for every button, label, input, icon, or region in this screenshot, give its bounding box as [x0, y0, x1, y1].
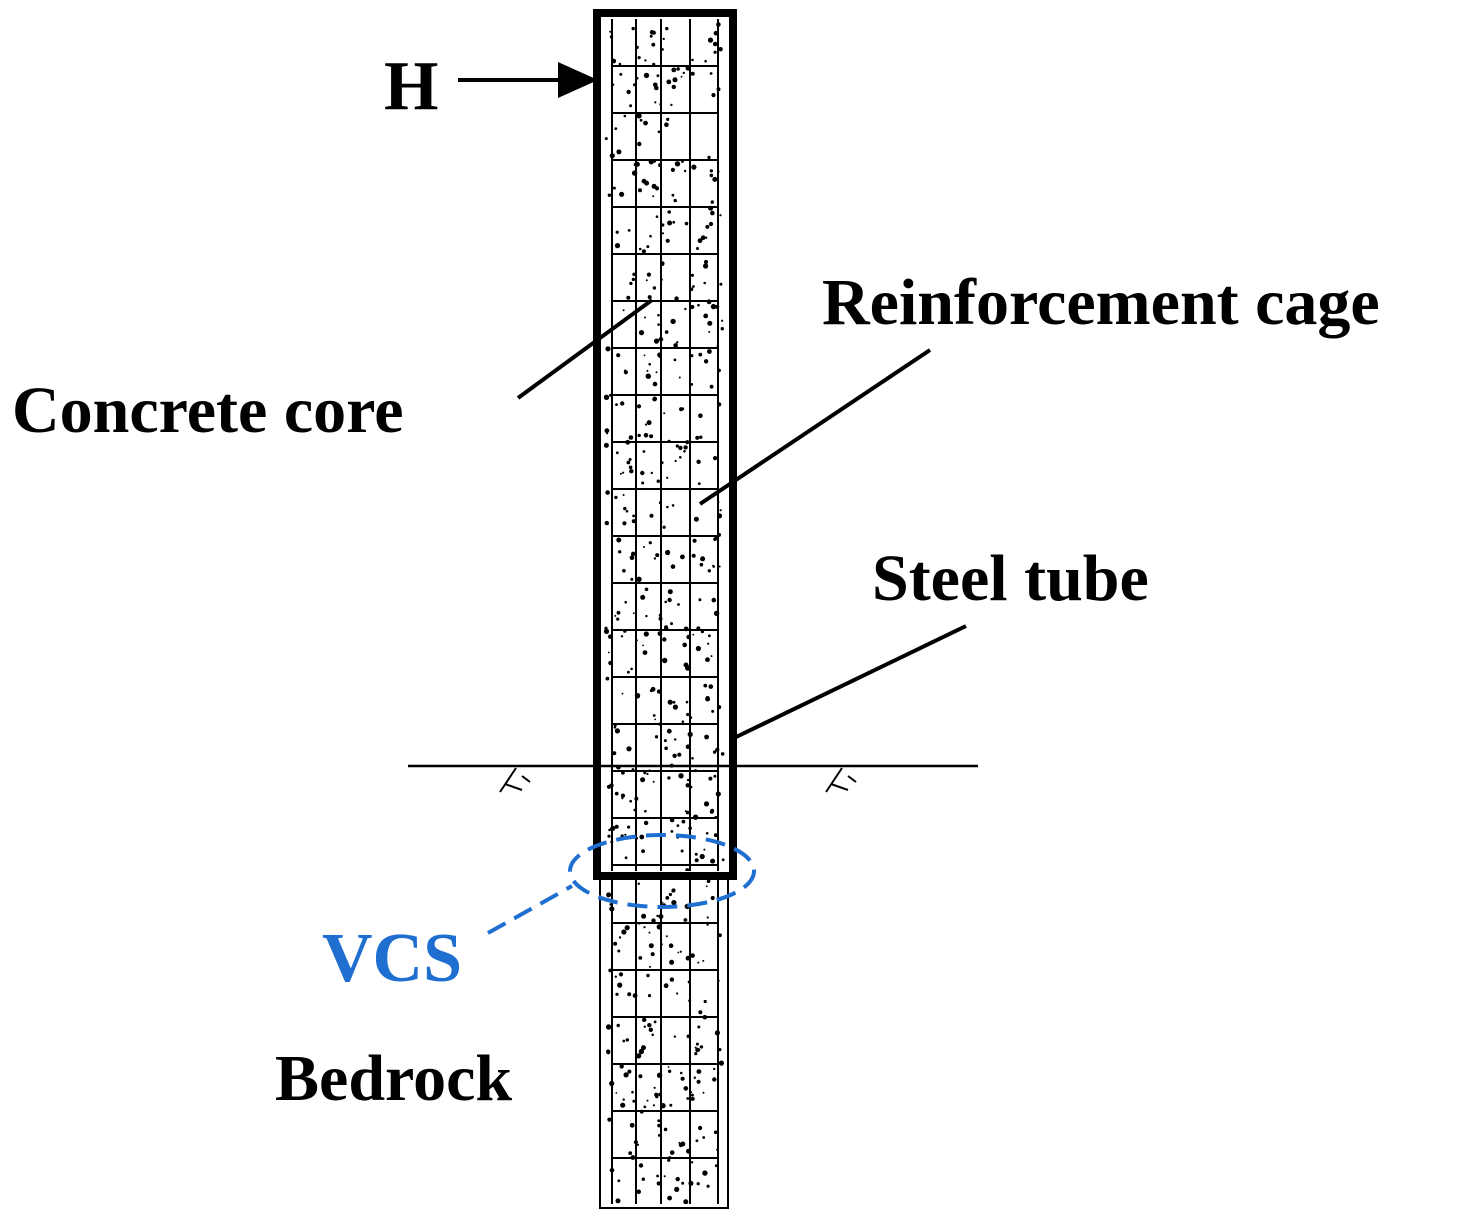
steel-tube-label: Steel tube — [872, 542, 1149, 615]
aggregate-dots-upper — [603, 22, 725, 871]
soil-hatch-left — [499, 767, 531, 793]
reinforcement-cage-leader — [698, 348, 932, 506]
reinforcement-cage-label: Reinforcement cage — [822, 266, 1380, 339]
concrete-core-leader — [516, 298, 654, 400]
load-arrow — [458, 62, 598, 98]
bedrock-label: Bedrock — [275, 1042, 512, 1115]
vcs-label: VCS — [322, 920, 462, 997]
vcs-highlight-ellipse — [568, 833, 756, 909]
steel-tube — [593, 9, 737, 880]
vcs-leader — [487, 884, 573, 935]
reinforcement-cage-lower — [611, 878, 719, 1204]
load-label: H — [384, 48, 438, 125]
aggregate-dots-lower — [606, 879, 724, 1204]
pile-lower-segment — [599, 875, 729, 1209]
reinforcement-cage-upper — [611, 19, 719, 871]
steel-tube-leader — [733, 624, 967, 740]
soil-hatch-right — [825, 767, 857, 793]
concrete-core-upper — [603, 19, 725, 871]
concrete-core-label: Concrete core — [12, 374, 404, 447]
